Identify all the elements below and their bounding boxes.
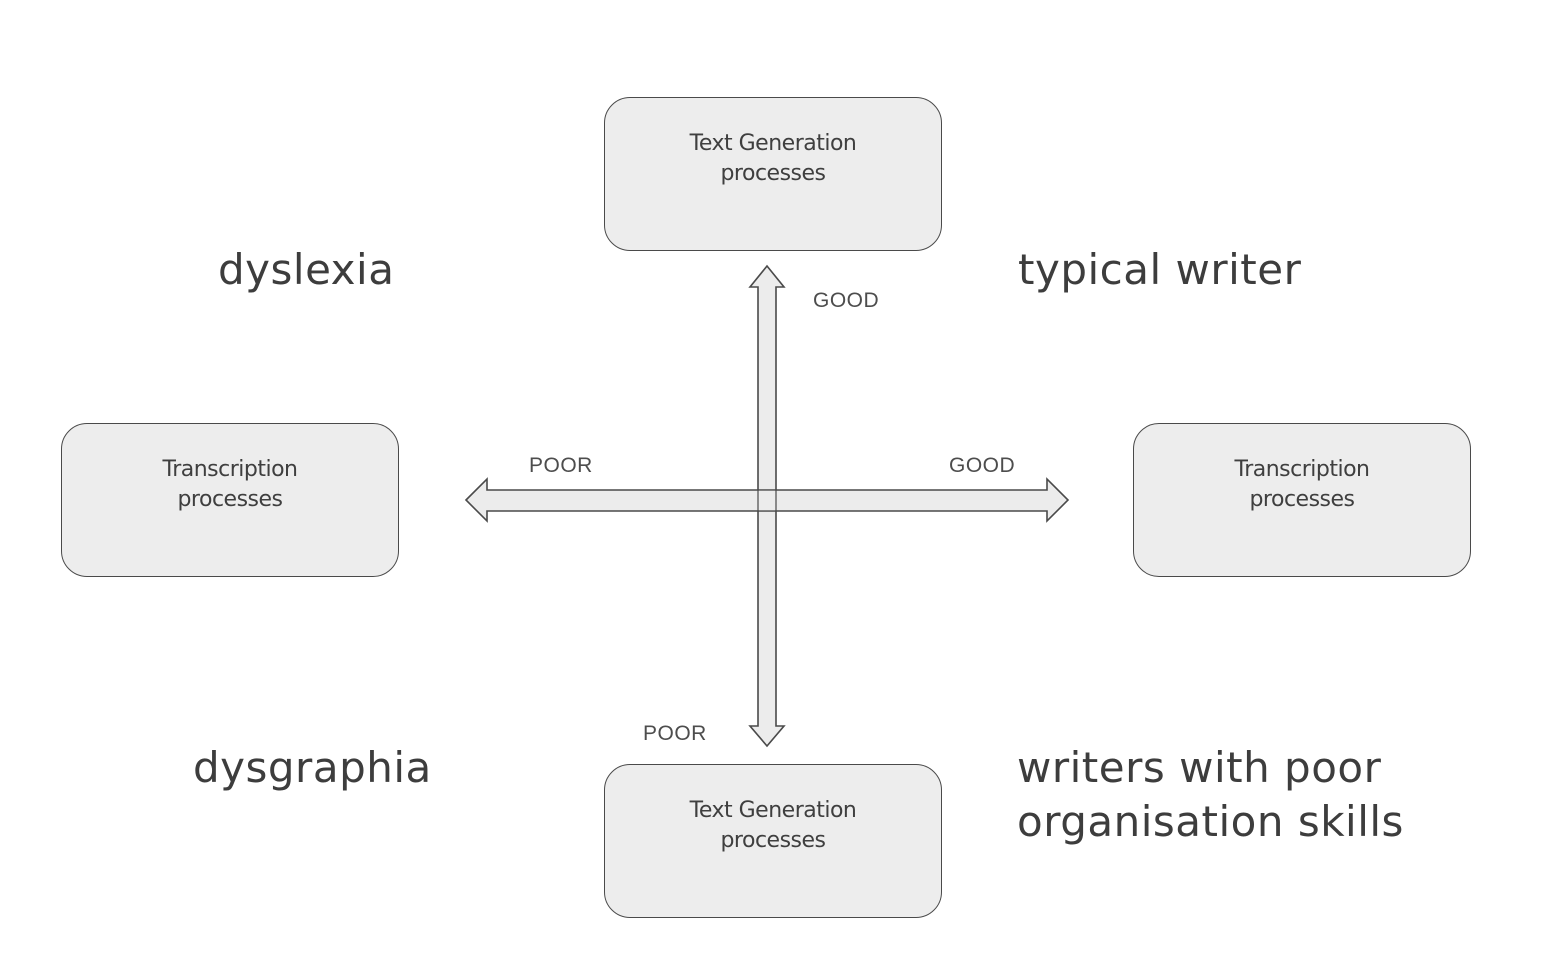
- axis-label-vertical-good: GOOD: [813, 289, 880, 312]
- transcription-box-right: Transcription processes: [1133, 423, 1471, 577]
- axis-label-vertical-poor: POOR: [643, 722, 707, 745]
- text-generation-box-top: Text Generation processes: [604, 97, 942, 251]
- transcription-label-left: Transcription processes: [162, 457, 299, 512]
- quadrant-poor-organisation: writers with poor organisation skills: [1017, 743, 1404, 846]
- transcription-box-left: Transcription processes: [61, 423, 399, 577]
- quadrant-dysgraphia: dysgraphia: [193, 743, 432, 792]
- text-generation-label-top: Text Generation processes: [689, 131, 857, 186]
- text-generation-box-bottom: Text Generation processes: [604, 764, 942, 918]
- axis-label-horizontal-poor: POOR: [529, 454, 593, 477]
- transcription-label-right: Transcription processes: [1234, 457, 1371, 512]
- text-generation-label-bottom: Text Generation processes: [689, 798, 857, 853]
- axis-crossing: [758, 490, 776, 511]
- quadrant-dyslexia: dyslexia: [218, 245, 395, 294]
- quadrant-typical-writer: typical writer: [1018, 245, 1302, 294]
- axis-label-horizontal-good: GOOD: [949, 454, 1016, 477]
